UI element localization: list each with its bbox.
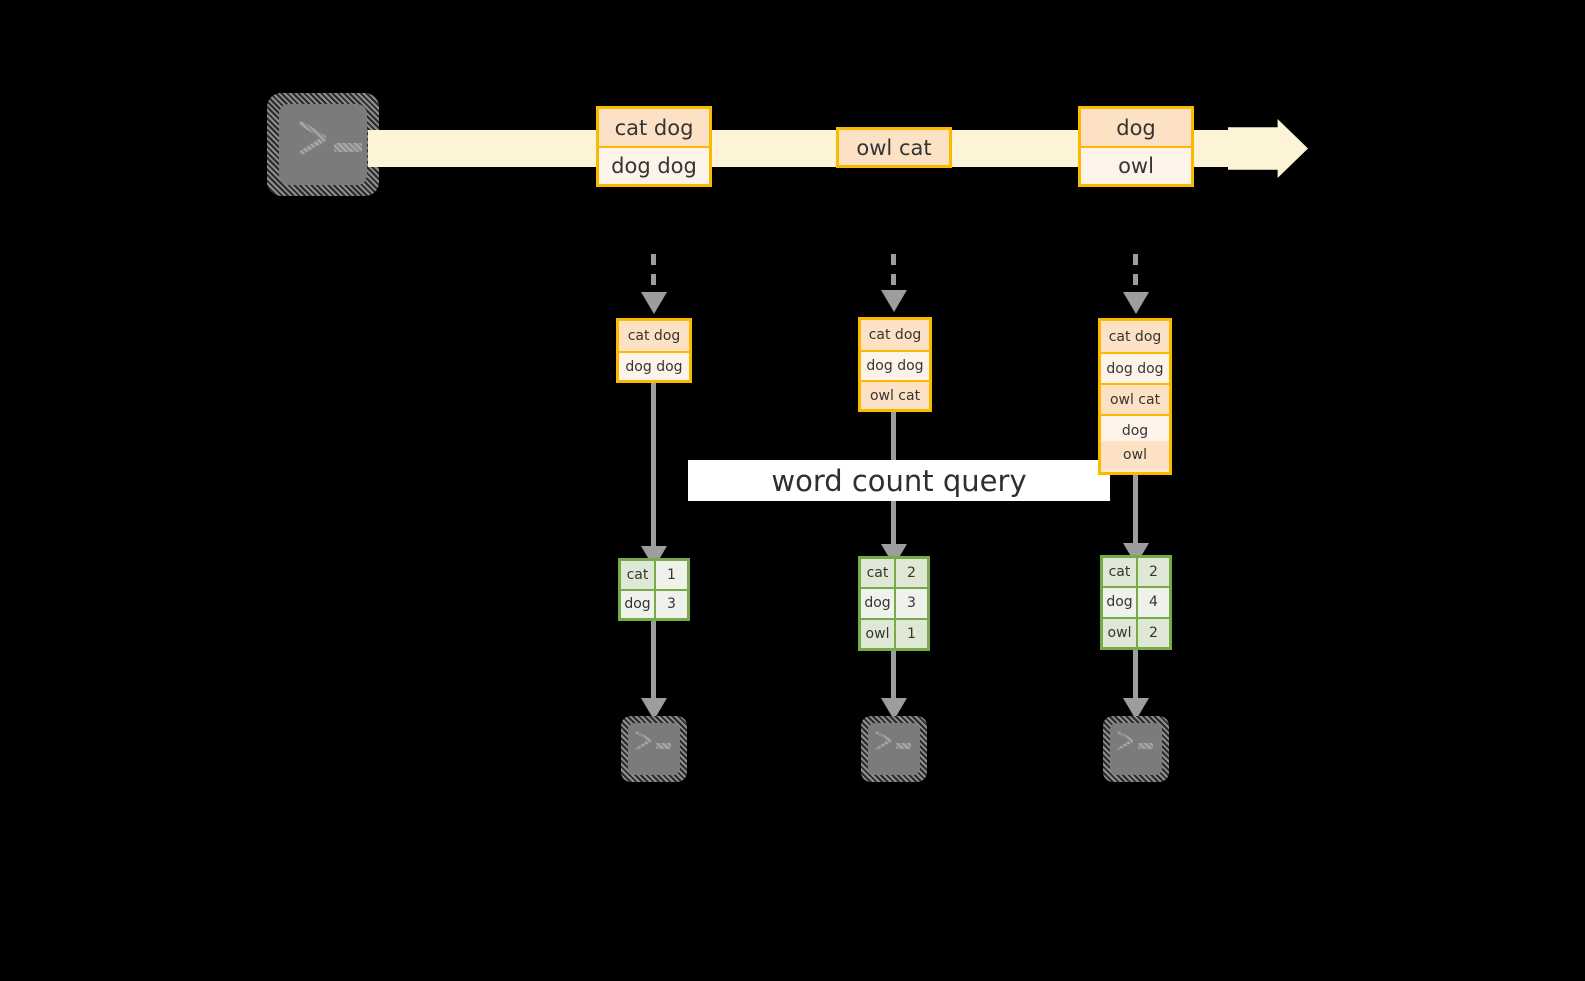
accumulated-line: owl cat (861, 380, 929, 409)
column-2-accumulated-box: cat dog dog dog owl cat (858, 317, 932, 412)
column-3-query-arrow-line (1133, 475, 1138, 567)
column-2-sink-arrow-line (891, 651, 896, 703)
accumulated-line: cat dog (861, 320, 929, 350)
accumulated-line: dog dog (1101, 352, 1169, 383)
column-3-sink-terminal-icon (1103, 716, 1169, 782)
result-count: 2 (1136, 618, 1169, 647)
result-row: dog 3 (621, 588, 687, 618)
accumulated-line: cat dog (1101, 321, 1169, 352)
stream-record-2: owl cat (836, 127, 952, 168)
result-count: 2 (894, 559, 927, 588)
stream-record-1: cat dog dog dog (596, 106, 712, 187)
source-terminal-icon (267, 93, 379, 196)
column-3-sink-arrow-line (1133, 650, 1138, 703)
column-2-ingress-arrowhead (881, 290, 907, 312)
column-3-result-table: cat 2 dog 4 owl 2 (1100, 555, 1172, 650)
column-1-accumulated-box: cat dog dog dog (616, 318, 692, 383)
accumulated-line: dog dog (619, 351, 689, 380)
accumulated-line: cat dog (619, 321, 689, 351)
result-word: owl (861, 619, 894, 648)
column-1-ingress-arrow-line (651, 254, 656, 294)
result-row: owl 2 (1103, 616, 1169, 647)
column-3-accumulated-overlap-cell: owl (1098, 441, 1172, 475)
terminal-cursor-glyph (1138, 743, 1153, 749)
stream-record-line: owl (1081, 146, 1191, 184)
column-3-ingress-arrow-line (1133, 254, 1138, 294)
column-3-ingress-arrowhead (1123, 292, 1149, 314)
result-count: 4 (1136, 588, 1169, 617)
result-row: dog 3 (861, 587, 927, 618)
column-1-query-arrow-line (651, 383, 656, 568)
column-1-sink-arrowhead (641, 698, 667, 720)
column-2-sink-terminal-icon (861, 716, 927, 782)
result-word: dog (861, 589, 894, 618)
stream-record-line: dog (1081, 109, 1191, 146)
result-row: cat 2 (1103, 558, 1169, 587)
terminal-cursor-glyph (334, 143, 362, 152)
column-1-ingress-arrowhead (641, 292, 667, 314)
result-word: owl (1103, 618, 1136, 647)
column-1-result-table: cat 1 dog 3 (618, 558, 690, 621)
accumulated-line: owl (1101, 441, 1169, 469)
result-count: 3 (894, 589, 927, 618)
column-1-sink-terminal-icon (621, 716, 687, 782)
column-2-result-table: cat 2 dog 3 owl 1 (858, 556, 930, 651)
column-3-sink-arrowhead (1123, 698, 1149, 720)
result-row: owl 1 (861, 617, 927, 648)
accumulated-line: dog (1101, 414, 1169, 445)
result-row: cat 2 (861, 559, 927, 588)
query-label-band (688, 460, 1110, 501)
column-2-ingress-arrow-line (891, 254, 896, 292)
terminal-cursor-glyph (656, 743, 671, 749)
result-word: dog (621, 590, 654, 618)
query-label-text: word count query (771, 463, 1027, 498)
stream-record-3: dog owl (1078, 106, 1194, 187)
column-2-sink-arrowhead (881, 698, 907, 720)
result-word: cat (1103, 558, 1136, 587)
terminal-cursor-glyph (896, 743, 911, 749)
result-word: cat (621, 561, 654, 589)
result-count: 1 (894, 619, 927, 648)
stream-record-line: dog dog (599, 146, 709, 184)
result-count: 2 (1136, 558, 1169, 587)
result-row: dog 4 (1103, 586, 1169, 617)
stream-record-line: owl cat (839, 130, 949, 165)
event-stream-arrowhead (1228, 119, 1308, 178)
accumulated-line: owl cat (1101, 383, 1169, 414)
result-count: 1 (654, 561, 687, 589)
result-row: cat 1 (621, 561, 687, 589)
result-count: 3 (654, 590, 687, 618)
result-word: dog (1103, 588, 1136, 617)
result-word: cat (861, 559, 894, 588)
stream-record-line: cat dog (599, 109, 709, 146)
column-1-sink-arrow-line (651, 621, 656, 703)
accumulated-line: dog dog (861, 350, 929, 380)
